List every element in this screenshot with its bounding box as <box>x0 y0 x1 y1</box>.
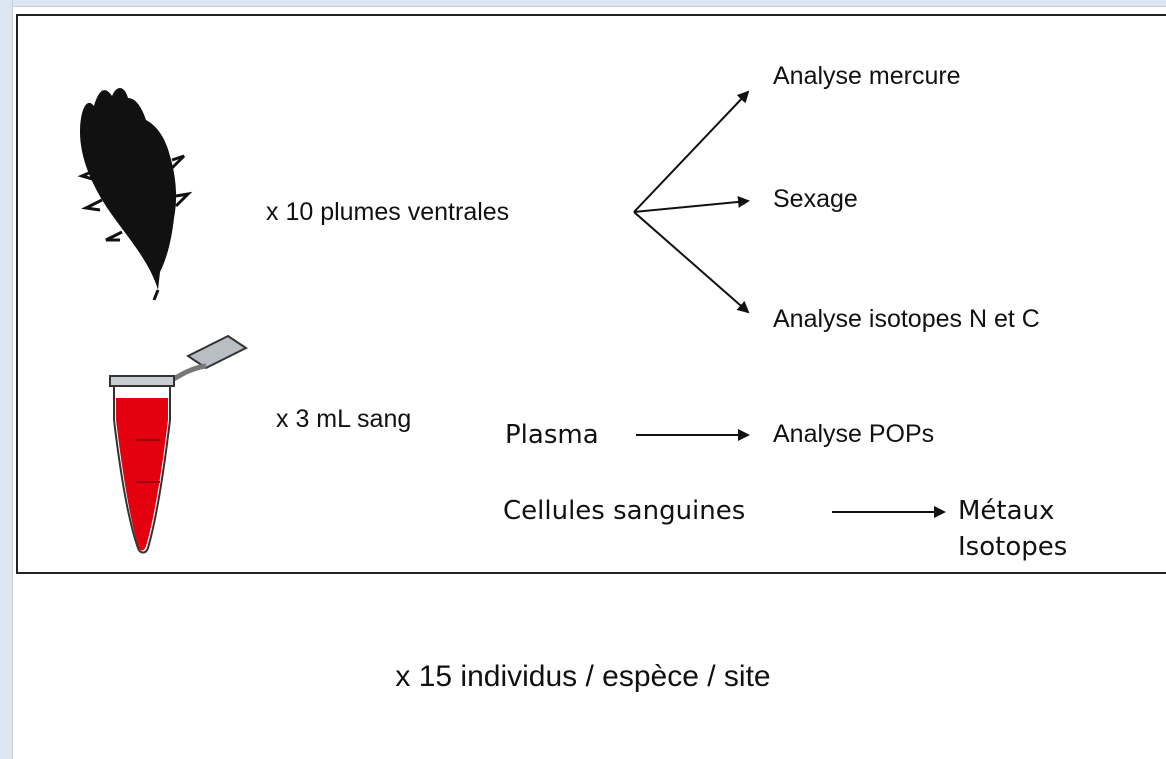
output-sexing: Sexage <box>773 185 858 213</box>
arrow-to-mercury <box>633 90 750 213</box>
blood-label: x 3 mL sang <box>276 405 412 433</box>
arrow-to-sexing <box>633 195 750 213</box>
sampling-diagram-panel <box>16 14 1166 574</box>
cells-label: Cellules sanguines <box>503 496 746 526</box>
output-mercury: Analyse mercure <box>773 62 961 90</box>
blood-tube-icon <box>109 334 248 554</box>
top-border <box>0 0 1166 7</box>
left-border <box>0 0 13 759</box>
output-pops: Analyse POPs <box>773 420 935 448</box>
sample-size-footer: x 15 individus / espèce / site <box>395 660 771 693</box>
output-isotopes-nc: Analyse isotopes N et C <box>773 305 1040 333</box>
feathers-label: x 10 plumes ventrales <box>266 198 510 226</box>
metals-label: Métaux <box>958 496 1055 526</box>
feather-icon <box>77 88 193 301</box>
plasma-label: Plasma <box>505 420 599 450</box>
arrow-to-isotopes <box>633 211 750 314</box>
isotopes-label: Isotopes <box>958 532 1068 562</box>
